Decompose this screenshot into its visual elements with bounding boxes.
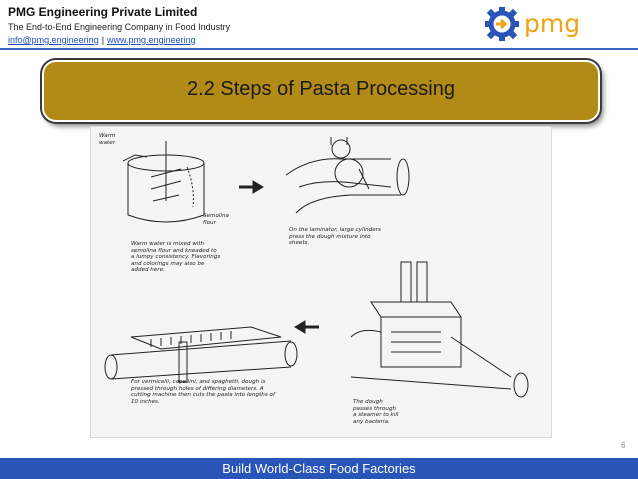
company-name: PMG Engineering Private Limited bbox=[8, 5, 198, 19]
footer-slogan: Build World-Class Food Factories bbox=[222, 461, 416, 476]
steamer-caption: The dough passes through a steamer to ki… bbox=[353, 399, 399, 425]
link-separator: | bbox=[101, 35, 105, 45]
process-illustration bbox=[104, 137, 529, 398]
slide-title: 2.2 Steps of Pasta Processing bbox=[187, 78, 455, 100]
header-divider bbox=[0, 48, 638, 50]
cutting-caption: For vermicelli, capellini, and spaghetti… bbox=[131, 379, 275, 405]
contact-links: info@pmg.engineering|www.pmg.engineering bbox=[8, 35, 196, 45]
semolina-label: Semolina flour bbox=[203, 213, 229, 226]
mixing-caption: Warm water is mixed with semolina flour … bbox=[131, 241, 221, 274]
laminator-caption: On the laminator, large cylinders press … bbox=[289, 227, 381, 247]
warm-water-label: Warm water bbox=[99, 133, 116, 146]
laminator-illustration bbox=[285, 137, 410, 214]
title-banner: 2.2 Steps of Pasta Processing bbox=[42, 60, 600, 122]
gear-icon bbox=[485, 7, 519, 41]
process-arrowhead-2 bbox=[294, 320, 306, 334]
process-arrowhead-1 bbox=[252, 180, 264, 194]
footer-bar: Build World-Class Food Factories bbox=[0, 458, 638, 479]
email-link[interactable]: info@pmg.engineering bbox=[8, 35, 99, 45]
company-tagline: The End-to-End Engineering Company in Fo… bbox=[8, 22, 231, 32]
cutting-machine-illustration bbox=[104, 326, 298, 383]
pasta-process-diagram: Warm water Semolina flour Warm water is … bbox=[90, 126, 552, 438]
mixing-tank-illustration bbox=[122, 141, 205, 223]
website-link[interactable]: www.pmg.engineering bbox=[107, 35, 196, 45]
logo-text: pmg bbox=[524, 9, 580, 38]
pmg-logo: pmg bbox=[482, 4, 592, 44]
page-number: 6 bbox=[621, 441, 626, 450]
steamer-illustration bbox=[350, 261, 529, 398]
